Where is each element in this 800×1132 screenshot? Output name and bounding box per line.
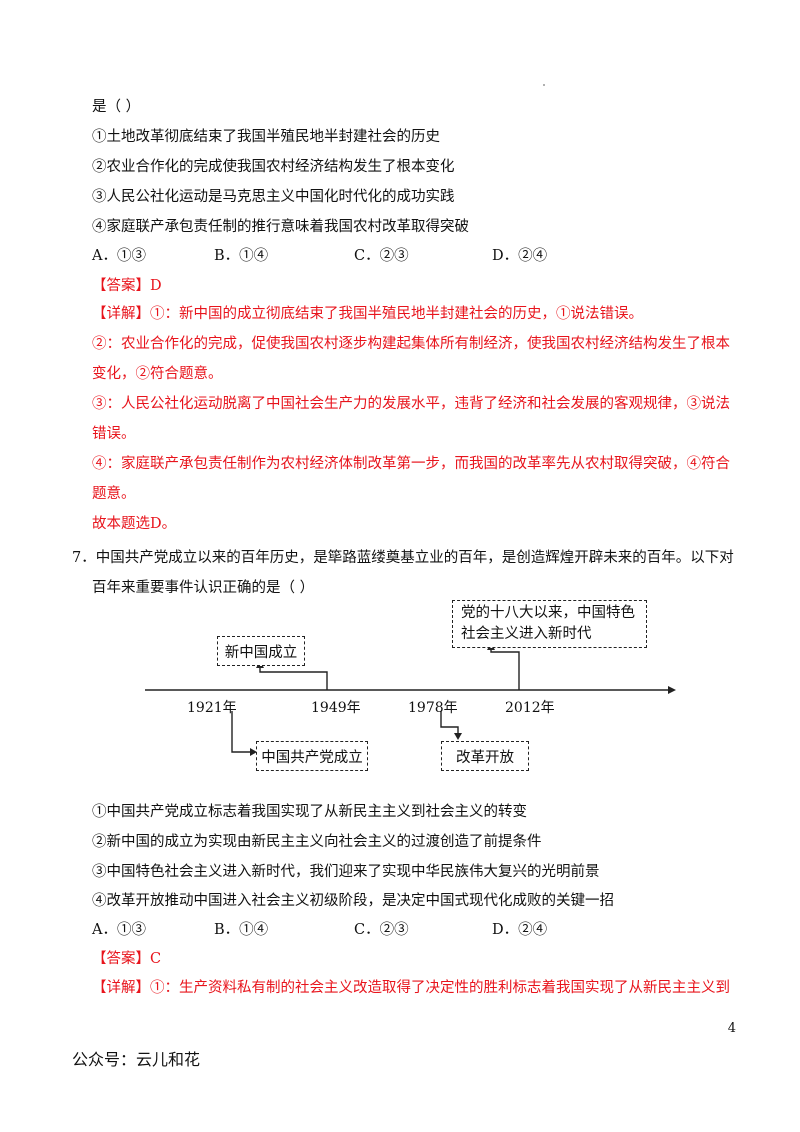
q7-option-b: B．①④: [214, 922, 269, 938]
q6-option-b: B．①④: [214, 248, 269, 264]
scan-dot: [543, 84, 545, 86]
q7-detail-line-1: 【详解】①：生产资料私有制的社会主义改造取得了决定性的胜利标志着我国实现了从新民…: [92, 980, 730, 996]
q7-item-1: ①中国共产党成立标志着我国实现了从新民主主义到社会主义的转变: [92, 804, 527, 820]
q6-item-4: ④家庭联产承包责任制的推行意味着我国农村改革取得突破: [92, 219, 469, 235]
year-1978: 1978年: [408, 700, 458, 716]
q7-answer: 【答案】C: [92, 949, 161, 969]
q6-detail-label: 【详解】: [92, 306, 150, 322]
q7-option-a: A．①③: [92, 922, 146, 938]
q6-detail-line-8: 故本题选D。: [92, 516, 177, 532]
q7-item-4: ④改革开放推动中国进入社会主义初级阶段，是决定中国式现代化成败的关键一招: [92, 893, 614, 909]
year-1949: 1949年: [311, 700, 361, 716]
event-reform-opening: 改革开放: [441, 741, 529, 771]
connector-2012: [490, 648, 520, 690]
event-new-china: 新中国成立: [217, 636, 305, 666]
event-new-era: 党的十八大以来，中国特色社会主义进入新时代: [452, 600, 647, 648]
q6-item-3: ③人民公社化运动是马克思主义中国化时代化的成功实践: [92, 189, 455, 205]
q6-detail-line-1: 【详解】①：新中国的成立彻底结束了我国半殖民地半封建社会的历史，①说法错误。: [92, 306, 643, 322]
q7-item-3: ③中国特色社会主义进入新时代，我们迎来了实现中华民族伟大复兴的光明前景: [92, 864, 600, 880]
q7-option-d: D．②④: [492, 922, 548, 938]
year-1921: 1921年: [187, 700, 237, 716]
q6-item-2: ②农业合作化的完成使我国农村经济结构发生了根本变化: [92, 159, 455, 175]
q6-option-d: D．②④: [492, 248, 548, 264]
q6-option-c: C．②③: [354, 248, 409, 264]
q7-option-c: C．②③: [354, 922, 409, 938]
page-number: 4: [727, 1021, 736, 1036]
q7-stem-line-1: 7．中国共产党成立以来的百年历史，是筚路蓝缕奠基立业的百年，是创造辉煌开辟未来的…: [72, 550, 734, 566]
q6-detail-line-2: ②：农业合作化的完成，促使我国农村逐步构建起集体所有制经济，使我国农村经济结构发…: [92, 336, 730, 352]
q6-stem-tail: 是（ ）: [92, 99, 141, 115]
q7-answer-label: 【答案】: [92, 951, 150, 967]
q6-answer-value: D: [150, 278, 162, 294]
q6-option-a: A．①③: [92, 248, 146, 264]
q7-answer-value: C: [150, 951, 162, 967]
q6-detail-line-4: ③：人民公社化运动脱离了中国社会生产力的发展水平，违背了经济和社会发展的客观规律…: [92, 396, 730, 412]
connector-1978: [440, 711, 459, 735]
timeline-arrowhead: [668, 686, 676, 694]
q7-stem-line-2: 百年来重要事件认识正确的是（ ）: [92, 580, 315, 596]
connector-1921: [231, 711, 252, 753]
event-cpc-founding: 中国共产党成立: [256, 741, 368, 771]
q7-detail-label: 【详解】: [92, 980, 150, 996]
timeline-diagram: [145, 643, 676, 756]
footer-wechat: 公众号：云儿和花: [72, 1050, 201, 1069]
q6-item-1: ①土地改革彻底结束了我国半殖民地半封建社会的历史: [92, 129, 440, 145]
q6-detail-line-7: 题意。: [92, 486, 136, 502]
q6-detail-line-6: ④：家庭联产承包责任制作为农村经济体制改革第一步，而我国的改革率先从农村取得突破…: [92, 456, 730, 472]
q6-detail-line-5: 错误。: [92, 426, 136, 442]
q6-answer: 【答案】D: [92, 276, 162, 296]
q6-answer-label: 【答案】: [92, 278, 150, 294]
connector-1949: [259, 666, 328, 690]
year-2012: 2012年: [505, 700, 555, 716]
q6-detail-line-3: 变化，②符合题意。: [92, 366, 223, 382]
q7-item-2: ②新中国的成立为实现由新民主主义向社会主义的过渡创造了前提条件: [92, 834, 542, 850]
